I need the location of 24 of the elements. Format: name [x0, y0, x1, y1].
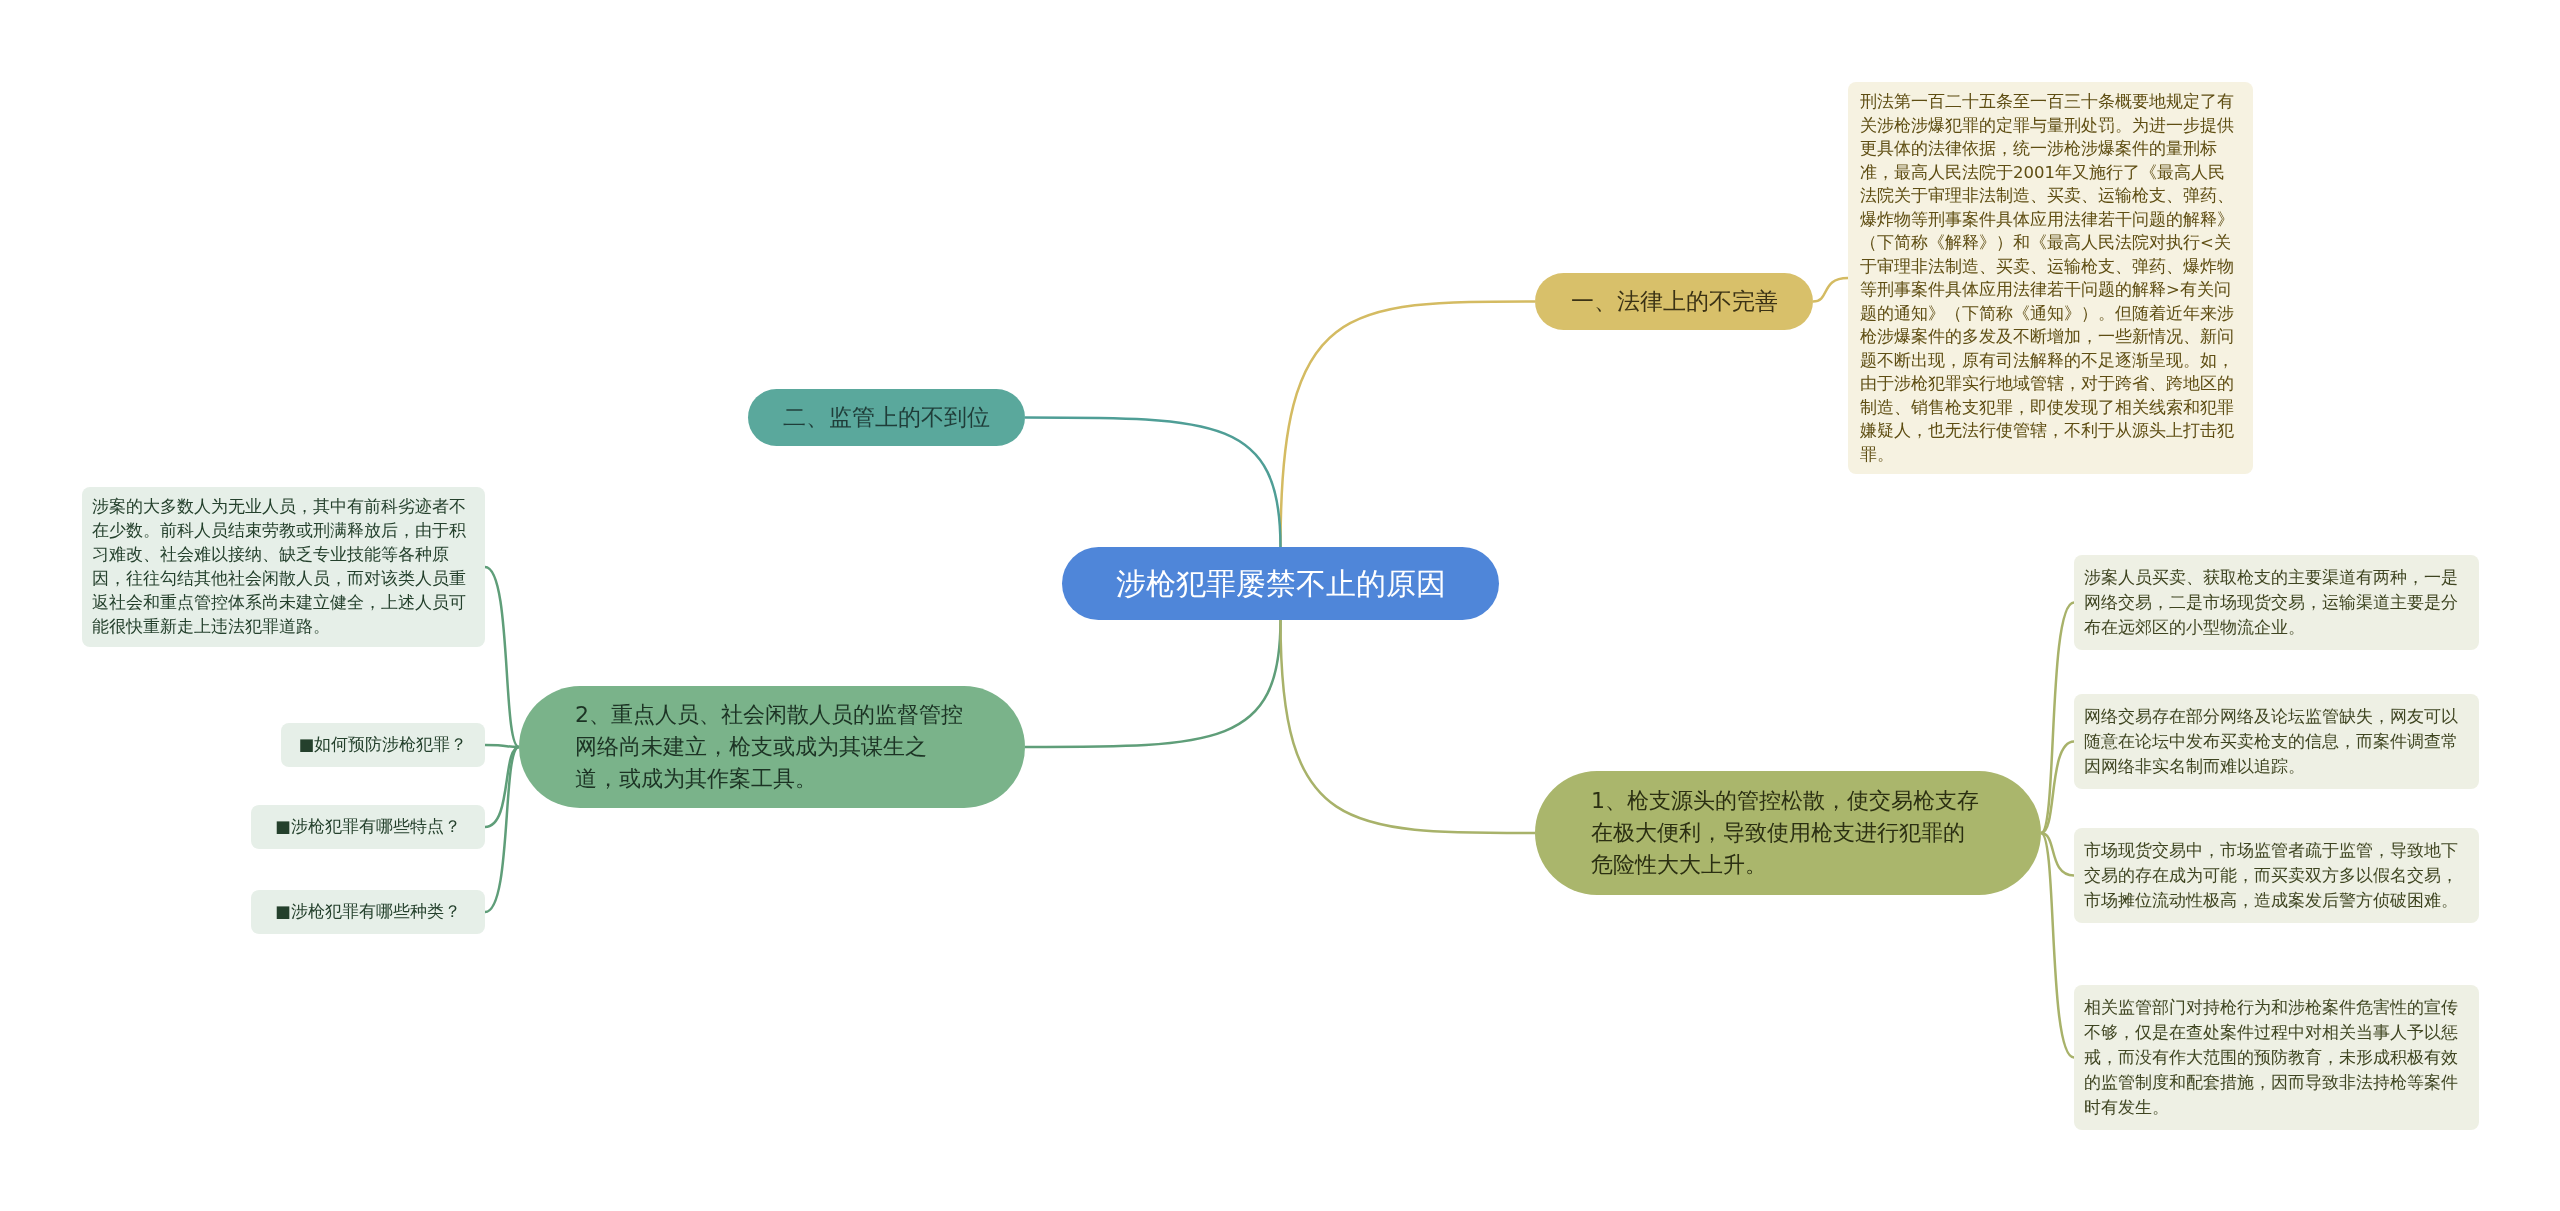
connector-line — [1279, 619, 1535, 835]
connector-line — [484, 565, 520, 748]
note-card: 相关监管部门对持枪行为和涉枪案件危害性的宣传不够，仅是在查处案件过程中对相关当事人予以惩戒，而没有作大范围的预防教育，未形成积极有效的监管制度和配套措施，因而导致非法持枪等案件时有发生。 — [2074, 985, 2479, 1130]
connector-line — [484, 746, 520, 914]
note-card: 市场现货交易中，市场监管者疏于监管，导致地下交易的存在成为可能，而买卖双方多以假名交易，市场摊位流动性极高，造成案发后警方侦破困难。 — [2074, 828, 2479, 923]
branch-topic: 一、法律上的不完善 — [1535, 273, 1813, 330]
link-card: ■涉枪犯罪有哪些种类？ — [251, 890, 485, 934]
connector-line — [2040, 832, 2075, 1059]
note-card: 网络交易存在部分网络及论坛监管缺失，网友可以随意在论坛中发布买卖枪支的信息，而案件调查常因网络非实名制而难以追踪。 — [2074, 694, 2479, 789]
note-card: 刑法第一百二十五条至一百三十条概要地规定了有关涉枪涉爆犯罪的定罪与量刑处罚。为进一步提供更具体的法律依据，统一涉枪涉爆案件的量刑标准，最高人民法院于2001年又施行了《最高人民法院关于审理非法制造、买卖、运输枪支、弹药、爆炸物等刑事案件具体应用法律若干问题的解释》（下简称《解释》）和《最高人民法院对执行<关于审理非法制造、买卖、运输枪支、弹药、爆炸物等刑事案件具体应用法律若干问题的解释>有关问题的通知》（下简称《通知》）。但随着近年来涉枪涉爆案件的多发及不断增加，一些新情况、新问题不断出现，原有司法解释的不足逐渐呈现。如，由于涉枪犯罪实行地域管辖，对于跨省、跨地区的制造、销售枪支犯罪，即使发现了相关线索和犯罪嫌疑人，也无法行使管辖，不利于从源头上打击犯罪。 — [1848, 82, 2253, 474]
connector-line — [484, 745, 520, 829]
connector-line — [485, 743, 519, 749]
connector-line — [2040, 831, 2075, 877]
connector-line — [1025, 416, 1282, 548]
link-card: ■如何预防涉枪犯罪？ — [281, 723, 485, 767]
note-card: 涉案的大多数人为无业人员，其中有前科劣迹者不在少数。前科人员结束劳教或刑满释放后，由于积习难改、社会难以接纳、缺乏专业技能等各种原因，往往勾结其他社会闲散人员，而对该类人员重返社会和重点管控体系尚未建立健全，上述人员可能很快重新走上违法犯罪道路。 — [82, 487, 485, 647]
branch-topic: 二、监管上的不到位 — [748, 389, 1025, 446]
central-topic: 涉枪犯罪屡禁不止的原因 — [1062, 547, 1499, 620]
connector-line — [1812, 276, 1849, 303]
connector-line — [2040, 601, 2075, 834]
link-card: ■涉枪犯罪有哪些特点？ — [251, 805, 485, 849]
branch-topic: 2、重点人员、社会闲散人员的监督管控网络尚未建立，枪支或成为其谋生之道，或成为其作案工具。 — [519, 686, 1025, 808]
note-card: 涉案人员买卖、获取枪支的主要渠道有两种，一是网络交易，二是市场现货交易，运输渠道主要是分布在远郊区的小型物流企业。 — [2074, 555, 2479, 650]
branch-topic: 1、枪支源头的管控松散，使交易枪支存在极大便利，导致使用枪支进行犯罪的危险性大大上升。 — [1535, 771, 2041, 895]
